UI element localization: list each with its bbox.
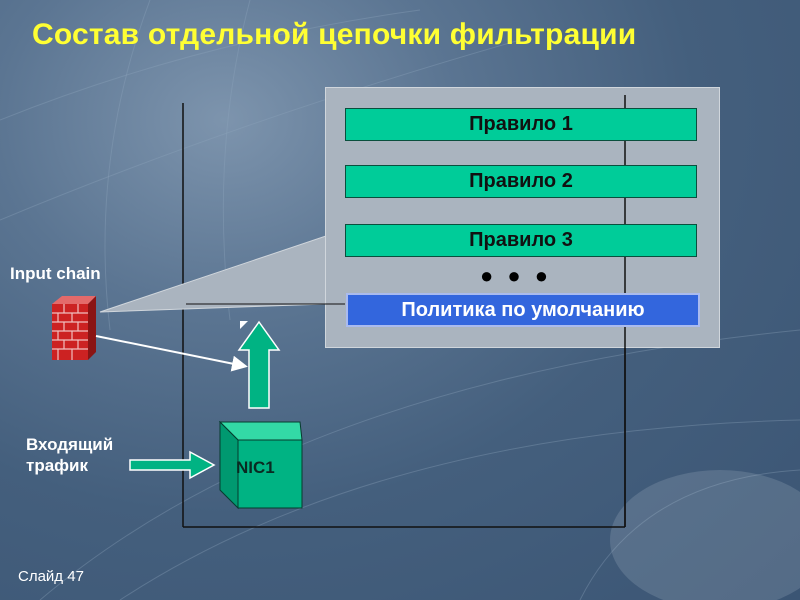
rules-ellipsis: ● ● ● bbox=[480, 263, 553, 288]
rule-2: Правило 2 bbox=[345, 165, 697, 198]
default-policy: Политика по умолчанию bbox=[346, 293, 700, 327]
incoming-traffic-label-line-2: трафик bbox=[26, 456, 88, 475]
slide-number: Слайд 47 bbox=[18, 568, 84, 585]
small-marker bbox=[240, 321, 248, 329]
slide-title: Состав отдельной цепочки фильтрации bbox=[32, 18, 637, 51]
incoming-traffic-label-line-1: Входящий bbox=[26, 435, 114, 454]
firewall-brick-icon bbox=[52, 296, 96, 360]
rule-1: Правило 1 bbox=[345, 108, 697, 141]
nic-cube bbox=[218, 420, 303, 510]
up-arrow-icon bbox=[237, 320, 281, 409]
nic-label: NIC1 bbox=[236, 458, 275, 477]
right-arrow-icon bbox=[129, 450, 216, 480]
rule-3: Правило 3 bbox=[345, 224, 697, 257]
input-chain-label: Input chain bbox=[10, 264, 101, 283]
